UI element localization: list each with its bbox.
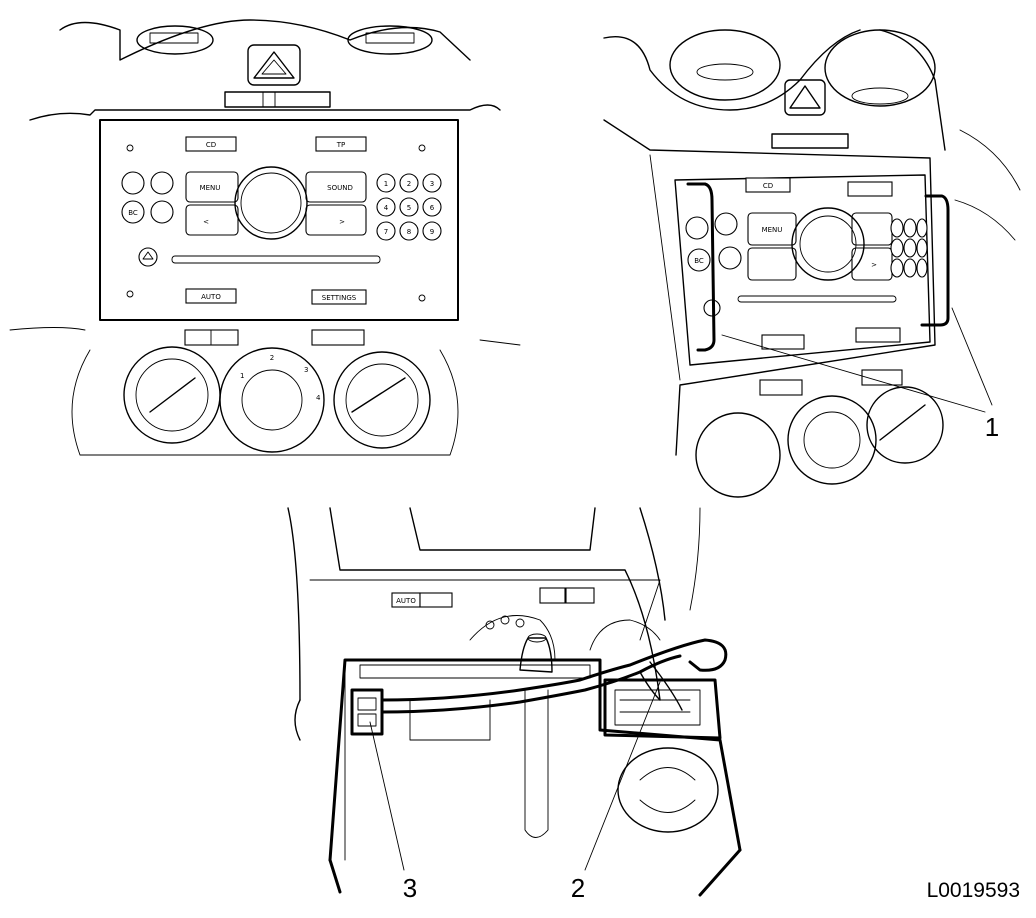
callout-1-leader-left xyxy=(721,334,986,413)
svg-text:AUTO: AUTO xyxy=(396,597,416,605)
view-removal-keys: CD BC MENU > xyxy=(603,29,1021,498)
tp-button-label: TP xyxy=(336,141,346,149)
preset-keypad: 1 2 3 4 5 6 7 8 9 xyxy=(376,173,442,241)
cup-holder xyxy=(617,747,719,833)
svg-text:<: < xyxy=(203,218,209,226)
radio-faceplate-angled xyxy=(674,174,931,366)
svg-text:>: > xyxy=(339,218,345,226)
menu-button-label: MENU xyxy=(200,184,221,192)
antenna-connector xyxy=(519,637,553,673)
volume-knob xyxy=(234,166,308,240)
svg-text:3: 3 xyxy=(304,366,308,374)
callout-3-leader xyxy=(369,721,405,871)
svg-text:6: 6 xyxy=(430,204,435,212)
svg-text:SETTINGS: SETTINGS xyxy=(322,294,357,302)
svg-text:7: 7 xyxy=(384,228,388,236)
svg-text:4: 4 xyxy=(384,204,389,212)
radio-cavity xyxy=(328,658,742,862)
svg-text:BC: BC xyxy=(694,257,704,265)
preset-keypad-2 xyxy=(890,218,928,278)
callout-2: 2 xyxy=(571,873,585,903)
hazard-triangle-icon-2 xyxy=(789,85,821,109)
cd-button-label: CD xyxy=(206,141,216,149)
callout-1: 1 xyxy=(985,412,999,442)
volume-knob-2 xyxy=(791,207,865,281)
radio-faceplate xyxy=(99,119,459,321)
removal-key-right xyxy=(920,194,950,327)
svg-text:2: 2 xyxy=(270,354,274,362)
svg-text:1: 1 xyxy=(384,180,388,188)
connector-left xyxy=(350,688,384,736)
hazard-triangle-icon xyxy=(253,51,295,79)
removal-key-left xyxy=(686,182,716,352)
fan-knob xyxy=(219,347,325,453)
svg-text:>: > xyxy=(871,261,877,269)
svg-text:CD: CD xyxy=(763,182,773,190)
svg-text:MENU: MENU xyxy=(762,226,783,234)
air-distribution-knob xyxy=(333,351,431,449)
svg-text:2: 2 xyxy=(407,180,411,188)
svg-text:5: 5 xyxy=(407,204,411,212)
callout-2-leader xyxy=(584,681,661,871)
sound-button-label: SOUND xyxy=(327,184,353,192)
svg-text:4: 4 xyxy=(316,394,321,402)
figure-reference-code: L0019593 xyxy=(927,879,1020,902)
hazard-switch xyxy=(247,44,301,86)
svg-text:3: 3 xyxy=(430,180,434,188)
bc-button-label: BC xyxy=(128,209,138,217)
connector-housing-right xyxy=(603,678,722,740)
svg-text:9: 9 xyxy=(430,228,434,236)
svg-text:1: 1 xyxy=(240,372,244,380)
svg-text:8: 8 xyxy=(407,228,411,236)
view-connectors: AUTO 2 xyxy=(287,507,742,903)
view-radio-installed: CD TP BC MENU < SOUND > 1 2 3 4 5 6 7 xyxy=(9,19,521,456)
callout-3: 3 xyxy=(403,873,417,903)
wiring-harness xyxy=(380,638,728,702)
svg-text:AUTO: AUTO xyxy=(201,293,221,301)
callout-1-leader-right xyxy=(951,307,993,406)
